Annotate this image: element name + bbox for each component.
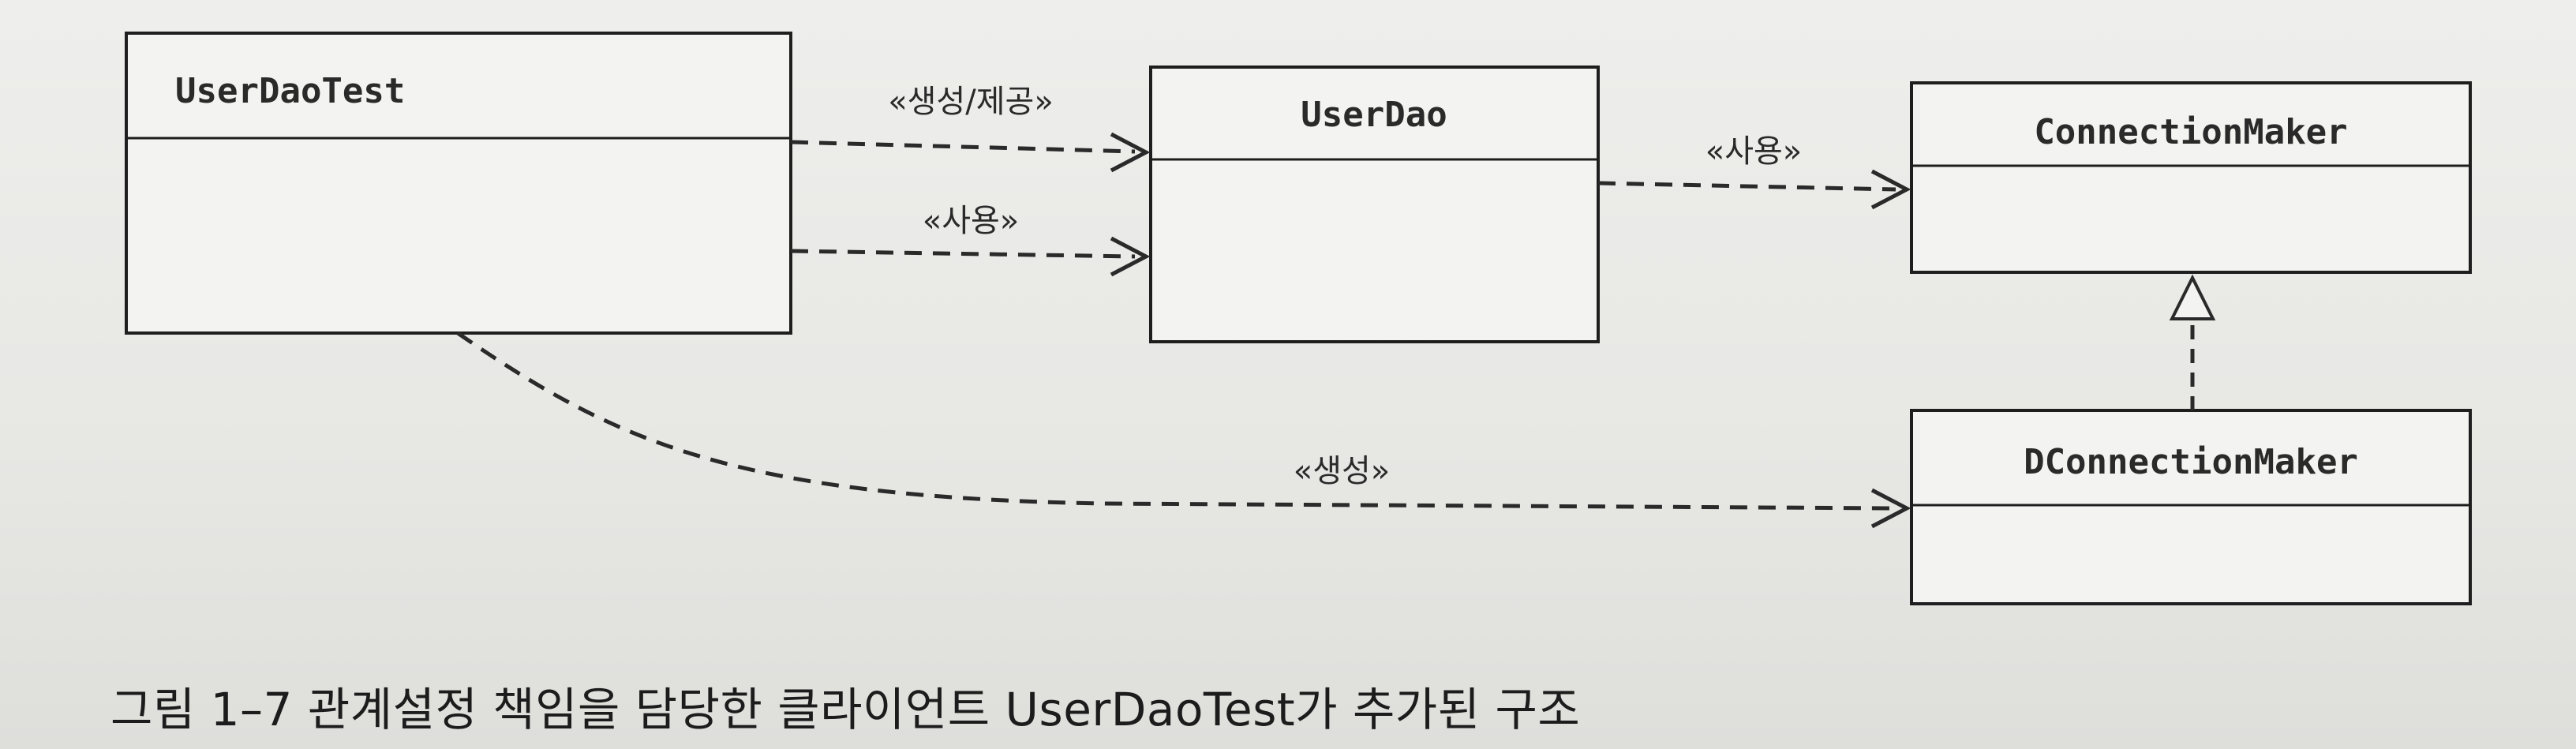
figure-caption: 그림 1–7 관계설정 책임을 담당한 클라이언트 UserDaoTest가 추… [110, 683, 1581, 736]
class-name-connection-maker: ConnectionMaker [2034, 112, 2347, 152]
open-arrowhead [1870, 488, 1911, 529]
label-use-test-to-dao: «사용» [923, 203, 1020, 239]
dependency-line [790, 249, 1136, 259]
class-box-frame [125, 32, 792, 335]
class-box-d-connection-maker: DConnectionMaker [1910, 409, 2472, 605]
open-arrowhead [1110, 236, 1151, 277]
dependency-line [1597, 181, 1896, 192]
class-box-user-dao: UserDao [1149, 66, 1600, 343]
class-box-user-dao-test: UserDaoTest [125, 32, 792, 335]
class-name-d-connection-maker: DConnectionMaker [2024, 442, 2358, 482]
class-name-user-dao: UserDao [1301, 95, 1447, 135]
class-box-connection-maker: ConnectionMaker [1910, 81, 2472, 274]
arrow-use-dao-to-maker: «사용» [1597, 133, 1911, 210]
class-box-frame [1910, 81, 2472, 274]
arrow-create: «생성» [456, 331, 1911, 529]
class-name-user-dao-test: UserDaoTest [175, 71, 405, 111]
dependency-line [790, 140, 1136, 154]
class-box-frame [1910, 409, 2472, 605]
dependency-curve [456, 331, 1896, 511]
open-arrowhead [1870, 169, 1911, 210]
arrow-use-test-to-dao: «사용» [790, 203, 1151, 277]
label-use-dao-to-maker: «사용» [1705, 133, 1803, 170]
label-create-provide: «생성/제공» [888, 84, 1054, 120]
class-box-frame [1149, 66, 1600, 343]
arrow-realization [2169, 274, 2216, 410]
arrow-create-provide: «생성/제공» [790, 84, 1151, 173]
label-create: «생성» [1294, 453, 1391, 489]
hollow-triangle-arrowhead [2169, 274, 2216, 320]
open-arrowhead [1110, 132, 1151, 173]
